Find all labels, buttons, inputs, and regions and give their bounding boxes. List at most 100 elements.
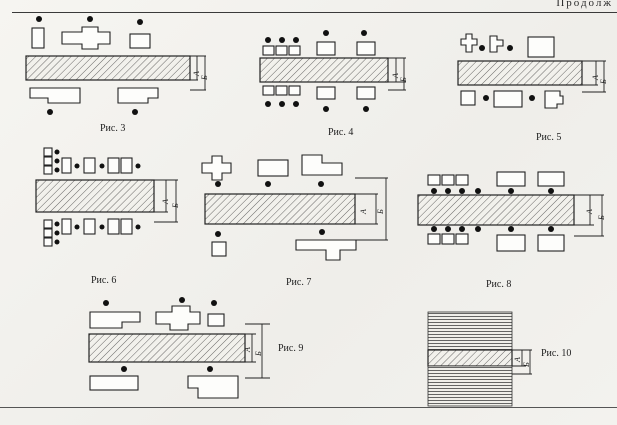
fastener-dot: [445, 226, 451, 232]
fastener-dot: [508, 188, 514, 194]
workpiece-plate: [259, 57, 389, 83]
clamp-block: [455, 174, 469, 186]
fastener-dot: [507, 45, 513, 51]
fastener-dot: [54, 158, 60, 164]
figure-10: А Б Рис. 10: [427, 311, 571, 407]
dimension-b: Б: [254, 351, 263, 357]
dimension-b: Б: [599, 79, 608, 85]
fastener-dot: [431, 226, 437, 232]
fastener-dot: [36, 16, 42, 22]
footer-rule: [0, 407, 617, 408]
dimension-a: А: [359, 209, 368, 215]
fastener-dot: [508, 226, 514, 232]
clamp-block: [356, 86, 376, 100]
fastener-dot: [479, 45, 485, 51]
fastener-dot: [135, 224, 141, 230]
figure-caption: Рис. 4: [328, 127, 353, 138]
workpiece-plate: [417, 194, 575, 226]
fastener-dot: [279, 37, 285, 43]
fastener-dot: [483, 95, 489, 101]
dimension-lines: [245, 323, 270, 379]
clamp-block: [120, 218, 133, 235]
workpiece-plate: [25, 55, 191, 81]
clamp-block: [288, 85, 301, 96]
clamp-block: [427, 233, 441, 245]
fastener-dot: [323, 30, 329, 36]
fastener-dot: [475, 188, 481, 194]
clamp-block: [489, 35, 504, 53]
clamp-block: [107, 157, 120, 174]
fastener-dot: [99, 163, 105, 169]
fastener-dot: [279, 101, 285, 107]
clamp-block: [537, 234, 565, 252]
fastener-dot: [215, 231, 221, 237]
workpiece-plate: [88, 333, 246, 363]
fastener-dot: [475, 226, 481, 232]
clamp-block: [61, 218, 72, 235]
clamp-block: [316, 86, 336, 100]
dimension-a: А: [391, 73, 400, 79]
clamp-block: [211, 241, 227, 257]
fastener-dot: [179, 297, 185, 303]
fastener-dot: [74, 163, 80, 169]
clamp-block: [43, 219, 53, 229]
header-rule: [12, 12, 617, 13]
clamp-block: [262, 45, 275, 56]
figure-7: А Б Рис. 7: [201, 154, 388, 288]
dimension-lines: [355, 177, 388, 241]
figure-caption: Рис. 5: [536, 132, 561, 143]
fastener-dot: [319, 229, 325, 235]
figure-caption: Рис. 8: [486, 279, 511, 290]
clamp-block: [441, 233, 455, 245]
clamp-block: [61, 26, 111, 50]
clamp-block: [89, 375, 139, 391]
fastener-dot: [87, 16, 93, 22]
fastener-dot: [548, 226, 554, 232]
dimension-b: Б: [597, 215, 606, 221]
clamp-block: [257, 159, 289, 177]
figure-caption: Рис. 3: [100, 123, 125, 134]
dimension-a: А: [513, 357, 522, 363]
workpiece-plate: [427, 349, 513, 367]
clamp-block: [117, 87, 159, 104]
fastener-dot: [135, 163, 141, 169]
clamp-block: [427, 174, 441, 186]
fastener-dot: [99, 224, 105, 230]
dimension-b: Б: [376, 209, 385, 215]
clamp-block: [537, 171, 565, 187]
fastener-dot: [265, 37, 271, 43]
clamp-block: [107, 218, 120, 235]
fastener-dot: [323, 106, 329, 112]
dimension-lines: [582, 60, 606, 93]
dimension-lines: [388, 57, 406, 91]
clamp-block: [31, 27, 45, 49]
fastener-dot: [459, 188, 465, 194]
clamp-block: [496, 234, 526, 252]
fastener-dot: [47, 109, 53, 115]
clamp-block: [356, 41, 376, 56]
fastener-dot: [103, 300, 109, 306]
clamp-block: [493, 90, 523, 108]
clamp-block: [43, 165, 53, 175]
clamp-block: [301, 154, 343, 176]
clamp-block: [275, 45, 288, 56]
fastener-dot: [207, 366, 213, 372]
fastener-dot: [293, 101, 299, 107]
fastener-dot: [215, 181, 221, 187]
figure-8: А Б Рис. 8: [417, 171, 606, 290]
clamp-block: [43, 156, 53, 166]
figure-caption: Рис. 9: [278, 343, 303, 354]
clamp-block: [89, 311, 141, 329]
figure-6: А Б Рис. 6: [35, 147, 180, 286]
workpiece-plate: [35, 179, 155, 213]
clamp-block: [129, 33, 151, 49]
fastener-dot: [265, 101, 271, 107]
workpiece-plate: [204, 193, 356, 225]
clamp-block: [527, 36, 555, 58]
clamp-block: [43, 228, 53, 238]
dimension-lines: [574, 194, 604, 237]
fastener-dot: [137, 19, 143, 25]
dimension-a: А: [161, 199, 170, 205]
dimension-b: Б: [171, 203, 180, 209]
dimension-lines: [512, 349, 532, 375]
